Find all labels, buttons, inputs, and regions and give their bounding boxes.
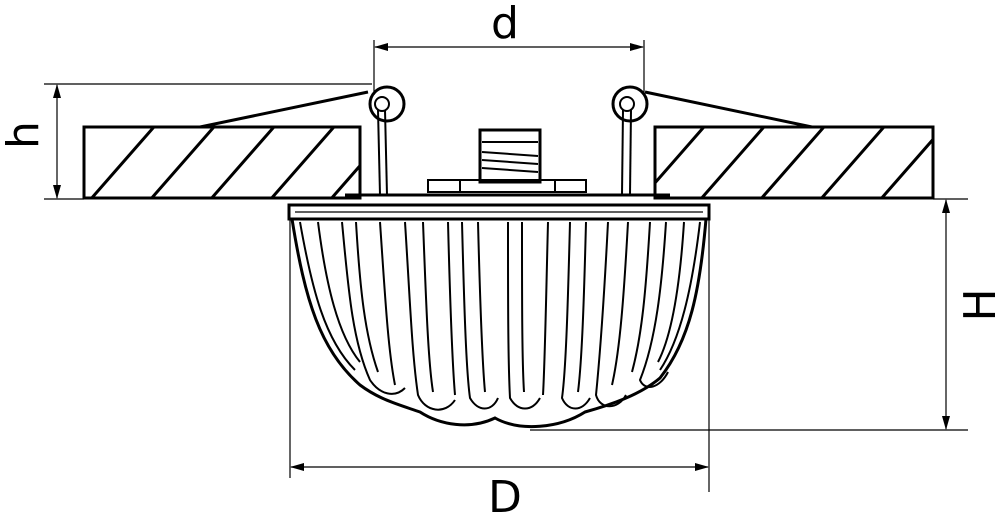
fixture-base [287, 193, 711, 221]
dimension-d: d [373, 0, 645, 95]
lamp-socket [427, 128, 587, 193]
dimension-h: h [0, 83, 372, 200]
glass-shade [290, 218, 708, 429]
spring-clip-left [199, 85, 406, 196]
dimension-label-D: D [488, 472, 522, 518]
dimension-label-d: d [491, 0, 519, 49]
dimension-D: D [289, 220, 710, 518]
dimension-label-H: H [955, 288, 1000, 321]
dimension-H: H [530, 198, 1000, 431]
spring-clip-right [611, 85, 813, 196]
ceiling-panel-left [82, 125, 362, 200]
ceiling-panel-right [653, 125, 935, 200]
dimension-label-h: h [0, 121, 49, 149]
